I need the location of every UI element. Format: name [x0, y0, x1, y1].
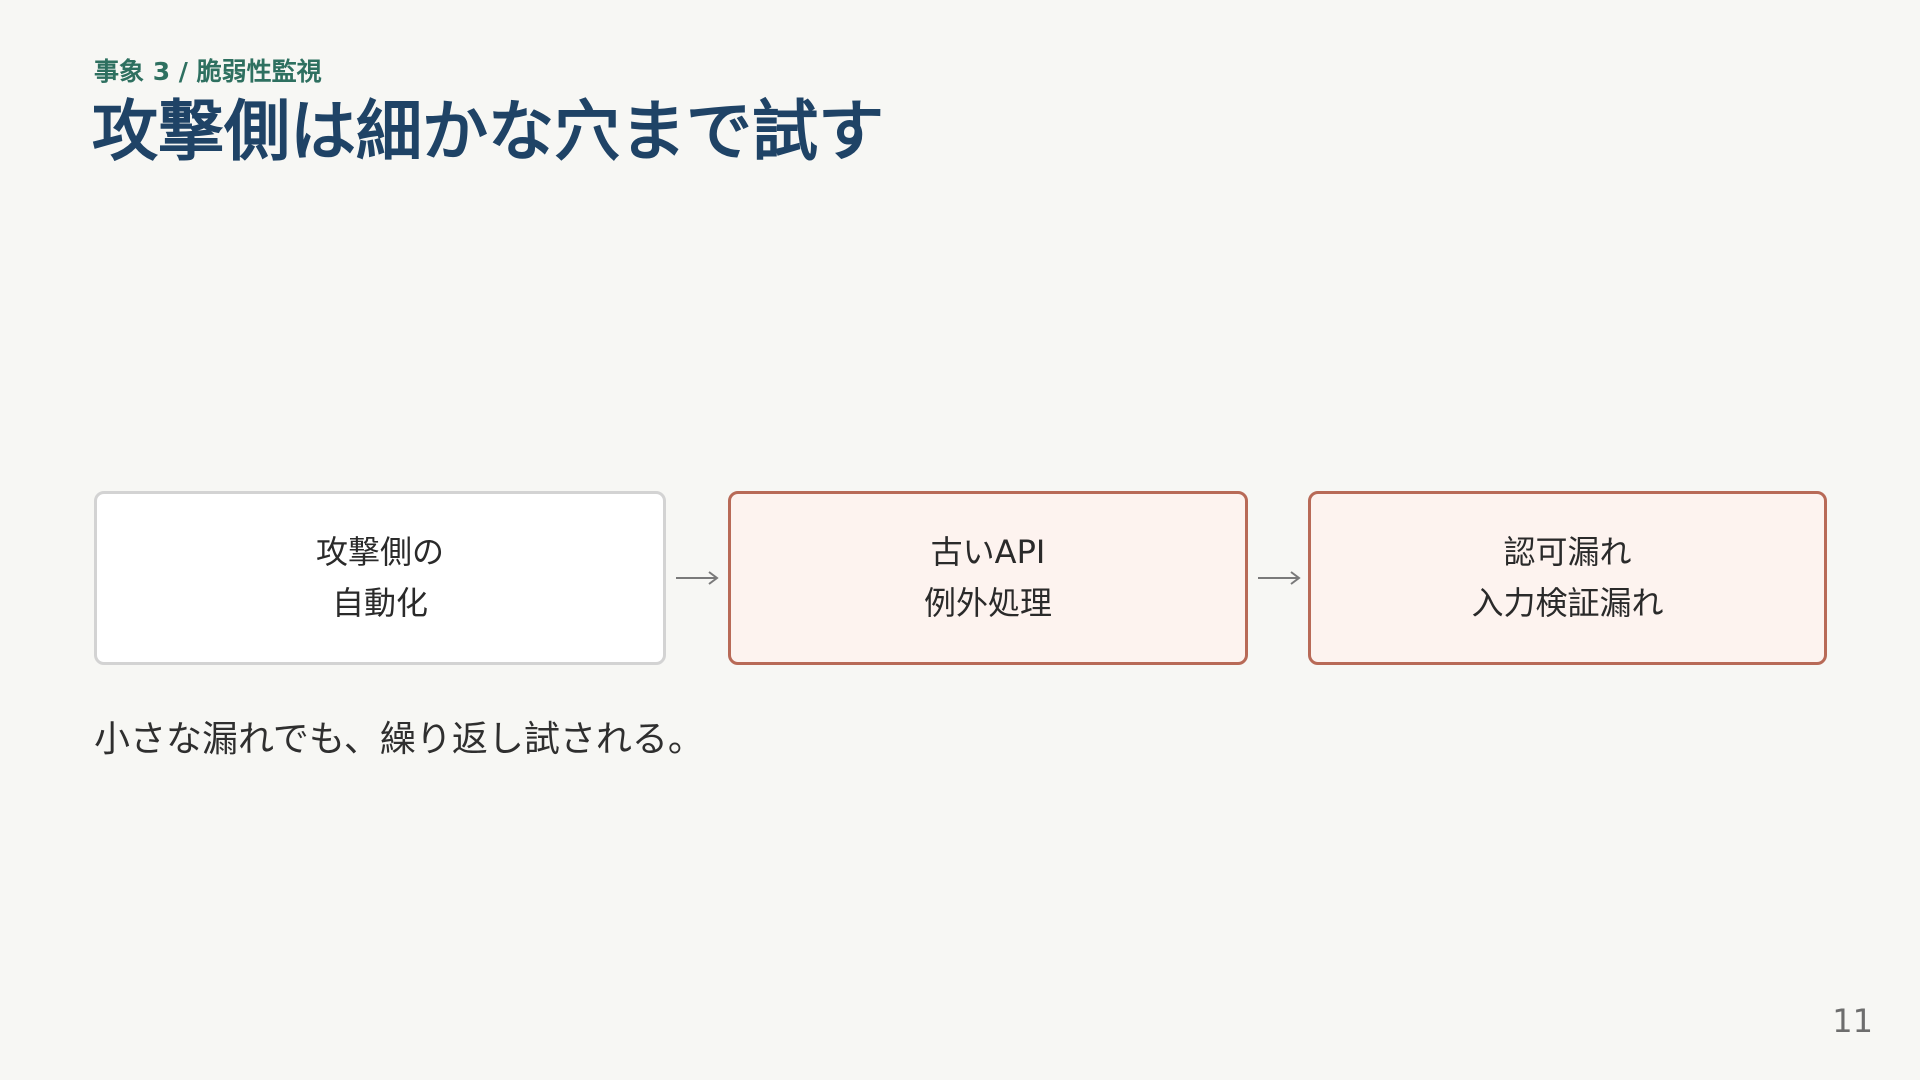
right-arrow-icon	[666, 491, 728, 665]
caption: 小さな漏れでも、繰り返し試される。	[94, 719, 704, 760]
flow-step-line: 攻撃側の	[315, 533, 444, 571]
flow-step-line: 自動化	[331, 584, 428, 622]
flow-step-line: 古いAPI	[930, 533, 1046, 571]
flow-step-attacker-automation: 攻撃側の 自動化	[94, 491, 666, 665]
flow-step-line: 入力検証漏れ	[1471, 584, 1664, 622]
flow-step-legacy-api: 古いAPI 例外処理	[728, 491, 1248, 665]
flow-step-line: 例外処理	[923, 584, 1052, 622]
page-number: 11	[1832, 1002, 1873, 1040]
section-label: 事象 3 / 脆弱性監視	[94, 57, 322, 86]
right-arrow-icon	[1248, 491, 1310, 665]
flow-diagram: 攻撃側の 自動化 古いAPI 例外処理 認可漏れ 入力検証漏れ	[94, 491, 1827, 665]
flow-step-auth-gaps: 認可漏れ 入力検証漏れ	[1308, 491, 1827, 665]
flow-step-line: 認可漏れ	[1503, 533, 1632, 571]
page-title: 攻撃側は細かな穴まで試す	[92, 93, 884, 170]
